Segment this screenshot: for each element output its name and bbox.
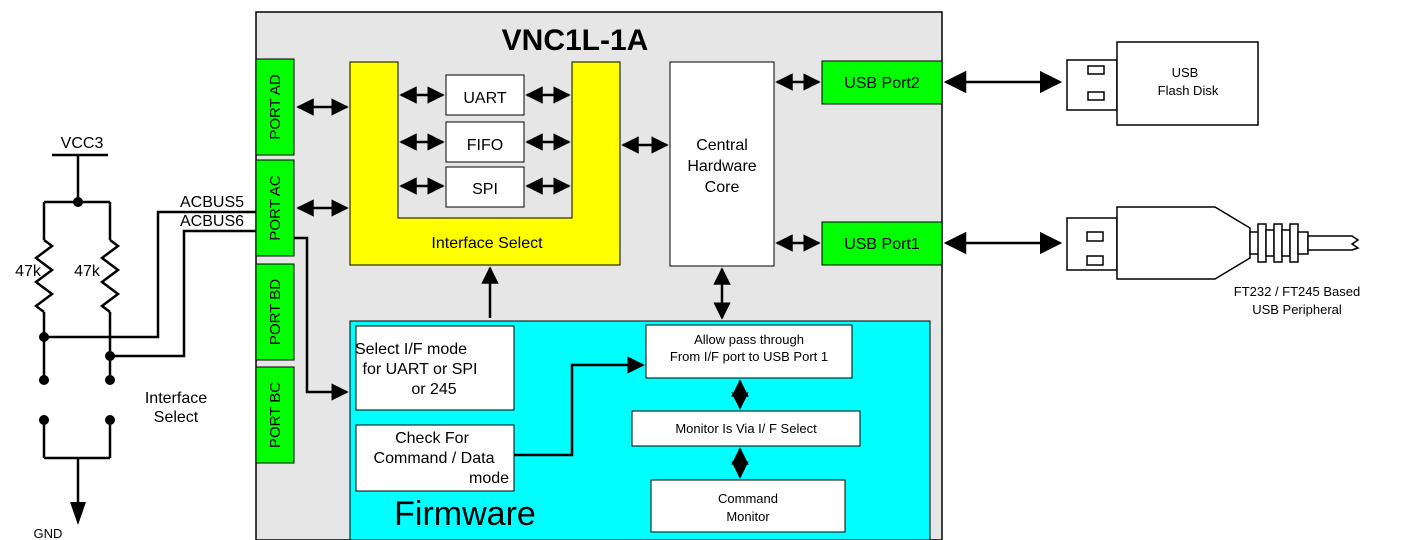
- cmd-monitor-line-2: Monitor: [726, 509, 770, 524]
- vcc-label: VCC3: [61, 135, 104, 152]
- allow-pass-line-2: From I/F port to USB Port 1: [670, 349, 828, 364]
- resistor1-label: 47k: [15, 263, 42, 280]
- acbus6-label: ACBUS6: [180, 213, 244, 230]
- peripheral-line-1: FT232 / FT245 Based: [1234, 284, 1360, 299]
- check-cmd-line-1: Check For: [395, 430, 469, 447]
- cmd-monitor-box: [650, 479, 846, 533]
- schematic-nodes: [39, 197, 115, 425]
- fifo-label: FIFO: [467, 137, 503, 154]
- allow-pass-line-1: Allow pass through: [694, 332, 804, 347]
- gnd-label: GND: [34, 526, 63, 540]
- uart-box: [445, 74, 525, 116]
- fifo-box: [445, 121, 525, 163]
- check-cmd-box: [355, 424, 515, 492]
- gnd-arrow-icon: [70, 502, 86, 525]
- select-mode-line-1: Select I/F mode: [355, 341, 467, 358]
- core-line-2: Hardware: [687, 158, 756, 175]
- schematic-wires: [33, 153, 256, 505]
- monitor-via-box: [631, 410, 861, 447]
- firmware-arrows: [294, 236, 749, 479]
- flash-disk-icon: [1066, 41, 1259, 126]
- spi-box: [445, 166, 525, 208]
- chip-title: VNC1L-1A: [502, 24, 649, 57]
- interface-select-label: Interface Select: [431, 235, 543, 252]
- usb-port1-box: [821, 221, 943, 266]
- usb-port2-label: USB Port2: [844, 75, 920, 92]
- flash-disk-line-1: USB: [1172, 65, 1199, 80]
- port-ad: PORT AD: [255, 58, 295, 156]
- port-ac-label: PORT AC: [267, 175, 284, 240]
- usb-port1-label: USB Port1: [844, 236, 920, 253]
- uart-label: UART: [463, 90, 506, 107]
- resistor2-label: 47k: [74, 263, 101, 280]
- monitor-via-label: Monitor Is Via I/ F Select: [675, 421, 817, 436]
- check-cmd-line-3: mode: [469, 470, 509, 487]
- usb-port2-box: [821, 60, 943, 105]
- check-cmd-line-2: Command / Data: [374, 450, 495, 467]
- core-line-3: Core: [705, 179, 740, 196]
- usb-peripheral-icon: [1066, 206, 1360, 280]
- flash-disk-line-2: Flash Disk: [1158, 83, 1219, 98]
- port-bc-label: PORT BC: [267, 382, 284, 448]
- usb-device-arrows: [943, 70, 1063, 255]
- central-core-box: [669, 61, 775, 267]
- port-to-interface-arrows: [296, 98, 349, 217]
- port-bd-label: PORT BD: [267, 279, 284, 345]
- cmd-monitor-line-1: Command: [718, 491, 778, 506]
- firmware-label: Firmware: [394, 495, 536, 533]
- core-usb-arrows: [775, 73, 821, 252]
- port-ac: PORT AC: [255, 159, 295, 257]
- peripheral-line-2: USB Peripheral: [1252, 302, 1342, 317]
- acbus5-label: ACBUS5: [180, 194, 244, 211]
- jumper-label-line-2: Select: [154, 409, 199, 426]
- jumper-label-line-1: Interface: [145, 390, 207, 407]
- select-mode-line-2: for UART or SPI: [363, 361, 478, 378]
- core-line-1: Central: [696, 137, 748, 154]
- interface-select-block: [349, 61, 621, 266]
- interface-internal-arrows: [399, 86, 571, 195]
- port-ad-label: PORT AD: [267, 74, 284, 139]
- select-mode-box: [355, 325, 515, 411]
- port-bd: PORT BD: [255, 263, 295, 361]
- select-mode-line-3: or 245: [411, 381, 456, 398]
- allow-pass-box: [645, 324, 853, 379]
- port-bc: PORT BC: [255, 366, 295, 464]
- spi-label: SPI: [472, 181, 498, 198]
